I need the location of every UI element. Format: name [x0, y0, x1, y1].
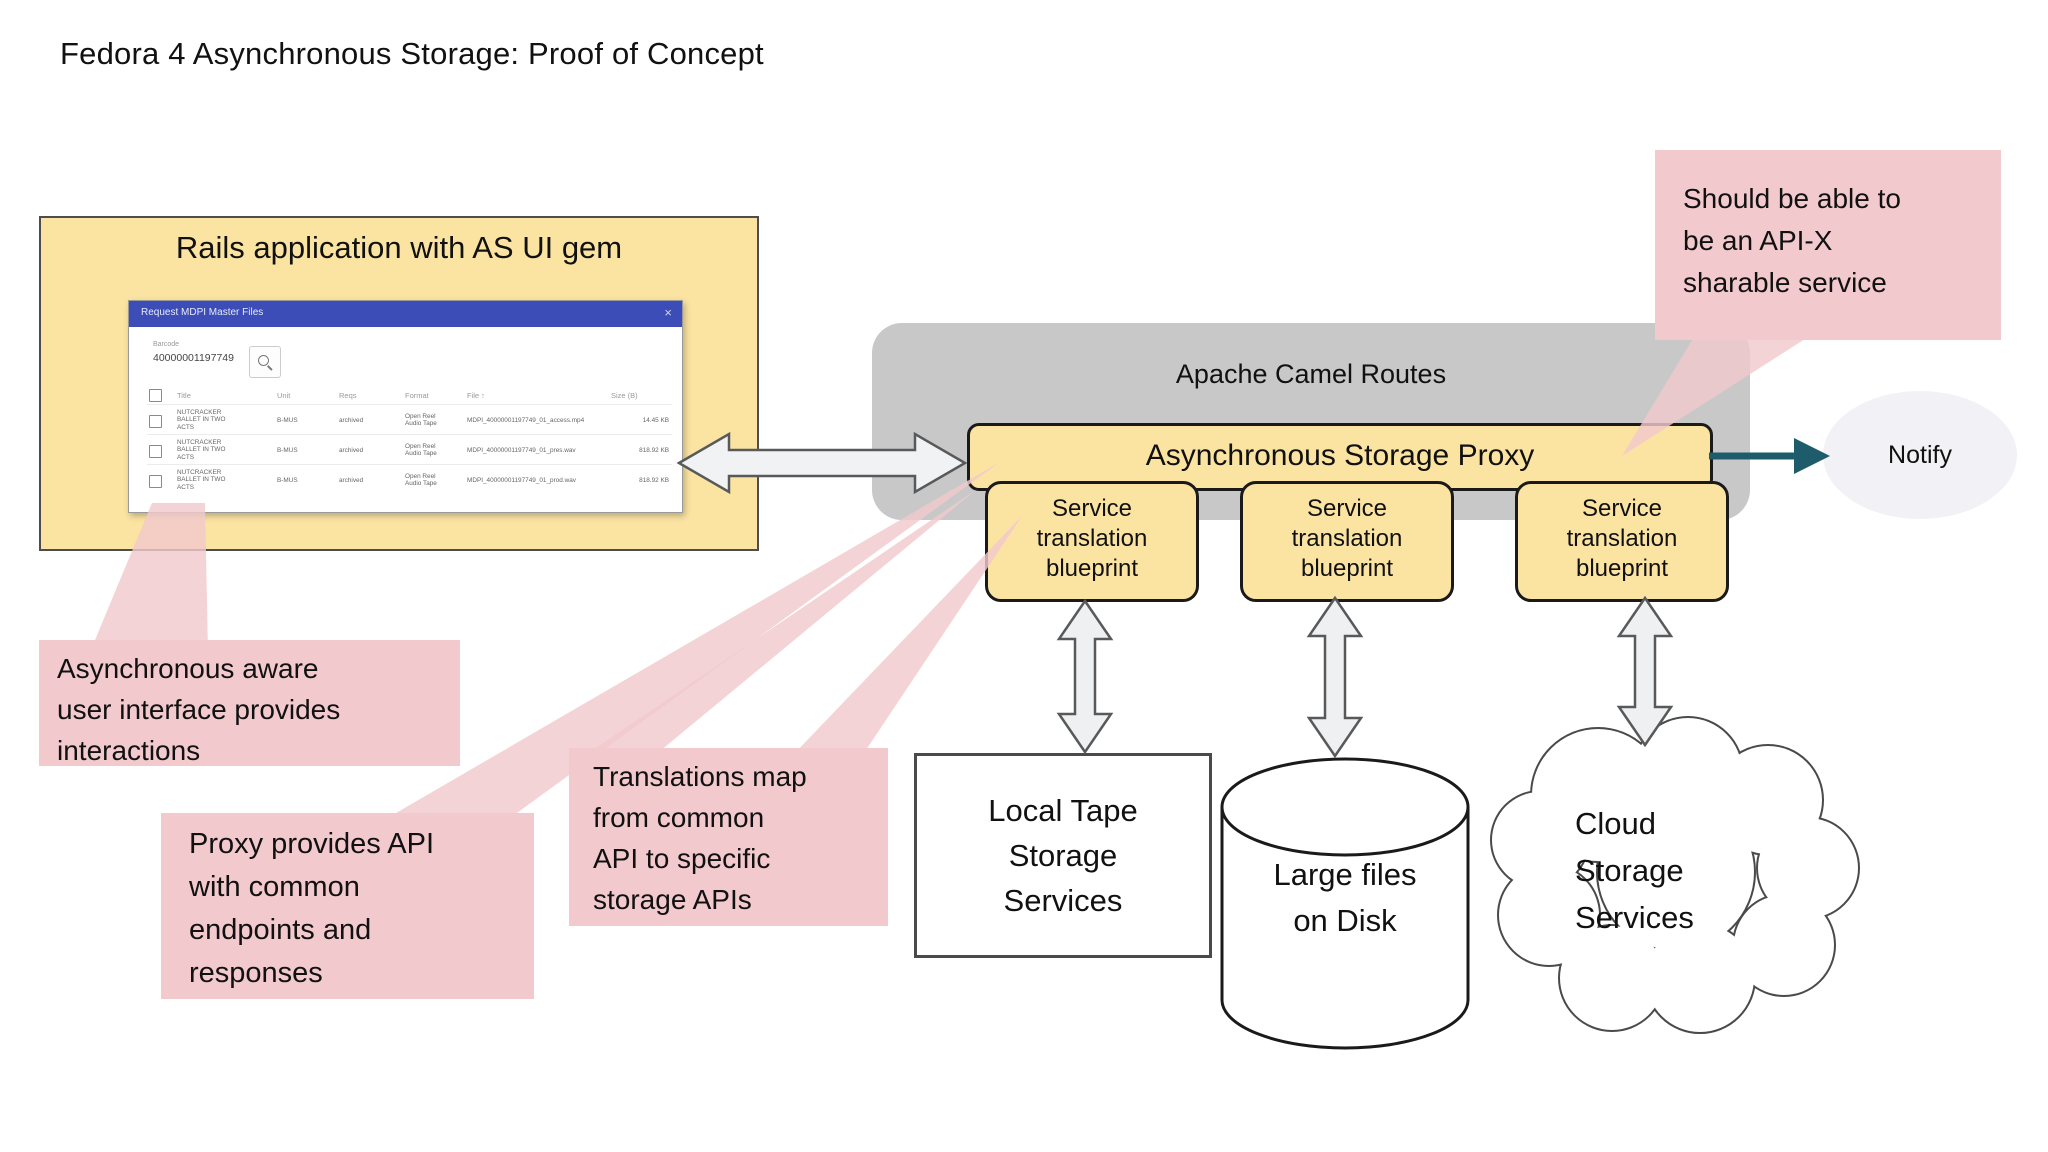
service-blueprint-label: Service translation blueprint: [1566, 495, 1678, 582]
blueprint-disk-double-arrow: [1306, 595, 1364, 759]
select-all-checkbox[interactable]: [149, 389, 162, 402]
cell-file: MDPI_40000001197749_01_access.mp4: [467, 417, 585, 424]
cloud-storage-label: Cloud Storage Services: [1575, 806, 1694, 935]
col-header-format: Format: [405, 391, 429, 400]
row-checkbox[interactable]: [149, 475, 162, 488]
cell-unit: B-MUS: [277, 447, 298, 454]
cell-title: NUTCRACKER BALLET IN TWO ACTS: [177, 409, 226, 431]
cell-file: MDPI_40000001197749_01_prod.wav: [467, 477, 576, 484]
close-icon[interactable]: ×: [664, 305, 672, 320]
callout-api-x: Should be able to be an API-X sharable s…: [1655, 150, 2001, 340]
blueprint-cloud-double-arrow: [1616, 595, 1674, 748]
cell-size: 818.92 KB: [639, 477, 669, 484]
service-blueprint-box-2: Service translation blueprint: [1240, 481, 1454, 602]
col-header-size: Size (B): [611, 391, 638, 400]
callout-translations: Translations map from common API to spec…: [569, 748, 888, 926]
cell-reqs: archived: [339, 477, 364, 484]
window-titlebar: Request MDPI Master Files ×: [129, 301, 682, 327]
search-icon: [258, 355, 269, 366]
callout-async-ui: Asynchronous aware user interface provid…: [39, 640, 460, 766]
local-tape-storage-box: Local Tape Storage Services: [914, 753, 1212, 958]
row-checkbox[interactable]: [149, 445, 162, 458]
barcode-input[interactable]: 40000001197749: [153, 352, 234, 364]
async-storage-proxy-box: Asynchronous Storage Proxy: [967, 423, 1713, 491]
cell-reqs: archived: [339, 447, 364, 454]
cell-format: Open Reel Audio Tape: [405, 473, 437, 488]
row-checkbox[interactable]: [149, 415, 162, 428]
search-button[interactable]: [249, 346, 281, 378]
col-header-reqs: Reqs: [339, 391, 357, 400]
col-header-file[interactable]: File ↑: [467, 391, 485, 400]
cell-size: 14.45 KB: [642, 417, 669, 424]
apache-camel-routes-label: Apache Camel Routes: [1175, 359, 1447, 389]
cell-title: NUTCRACKER BALLET IN TWO ACTS: [177, 469, 226, 491]
cell-file: MDPI_40000001197749_01_pres.wav: [467, 447, 576, 454]
large-files-disk-label: Large files on Disk: [1273, 857, 1417, 938]
cell-unit: B-MUS: [277, 417, 298, 424]
window-title: Request MDPI Master Files: [141, 307, 264, 318]
col-header-unit: Unit: [277, 391, 291, 400]
callout-translations-text: Translations map from common API to spec…: [593, 761, 807, 915]
app-screenshot-window: Request MDPI Master Files × Barcode 4000…: [128, 300, 683, 513]
service-blueprint-box-1: Service translation blueprint: [985, 481, 1199, 602]
cell-format: Open Reel Audio Tape: [405, 413, 437, 428]
barcode-label: Barcode: [153, 341, 180, 348]
local-tape-storage-label: Local Tape Storage Services: [988, 793, 1138, 918]
blueprint-tape-double-arrow: [1056, 598, 1114, 755]
service-blueprint-label: Service translation blueprint: [1291, 495, 1403, 582]
rails-application-label: Rails application with AS UI gem: [175, 230, 623, 265]
cell-unit: B-MUS: [277, 477, 298, 484]
col-header-title: Title: [177, 391, 191, 400]
callout-proxy-api: Proxy provides API with common endpoints…: [161, 813, 534, 999]
cell-title: NUTCRACKER BALLET IN TWO ACTS: [177, 439, 226, 461]
callout-proxy-api-text: Proxy provides API with common endpoints…: [189, 828, 434, 989]
service-blueprint-box-3: Service translation blueprint: [1515, 481, 1729, 602]
service-blueprint-label: Service translation blueprint: [1036, 495, 1148, 582]
cell-reqs: archived: [339, 417, 364, 424]
notify-label: Notify: [1888, 440, 1952, 469]
callout-api-x-text: Should be able to be an API-X sharable s…: [1683, 183, 1901, 298]
cell-format: Open Reel Audio Tape: [405, 443, 437, 458]
cell-size: 818.92 KB: [639, 447, 669, 454]
page-title: Fedora 4 Asynchronous Storage: Proof of …: [60, 36, 764, 71]
callout-async-ui-text: Asynchronous aware user interface provid…: [57, 653, 341, 766]
